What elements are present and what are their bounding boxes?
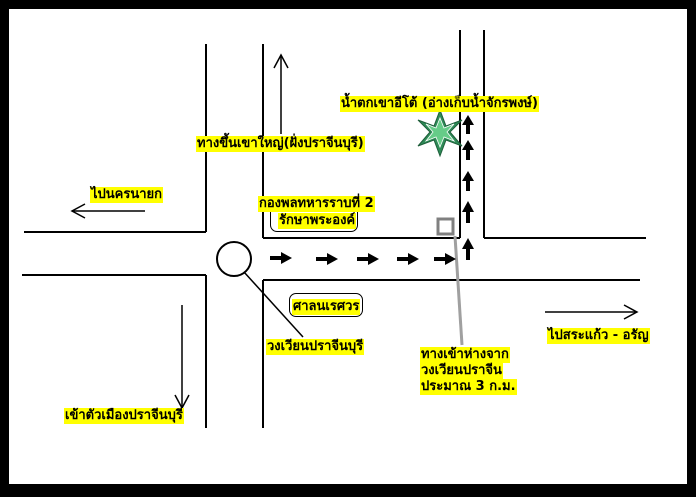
army-label-line1: กองพลทหารราบที่ 2 [258,196,375,212]
route-arrow-icon [462,171,474,191]
route-arrow-icon [316,253,338,265]
route-arrow-icon [434,253,456,265]
route-arrow-icon [397,253,419,265]
route-arrow-icon [462,201,474,223]
route-arrow-icon [462,115,474,134]
army-label-line2: รักษาพระองค์ [278,213,357,229]
roundabout-label: วงเวียนปราจีนบุรี [266,339,365,355]
to-sa-kaeo-label: ไปสระแก้ว - อรัญ [547,328,650,344]
route-arrow-icon [462,238,474,260]
to-city-label: เข้าตัวเมืองปราจีนบุรี [64,408,184,424]
waterfall-label: น้ำตกเขาอีโต้ (อ่างเก็บน้ำจักรพงษ์) [340,96,539,112]
route-arrows-horizontal [270,252,456,265]
to-nakhon-nayok-label: ไปนครนายก [90,187,164,203]
entrance-pointer [453,235,464,346]
map-canvas [9,9,687,484]
direction-arrow-icon [545,304,639,320]
mountain-road-label: ทางขึ้นเขาใหญ่(ฝั่งปราจีนบุรี) [196,136,365,152]
roads [22,30,646,428]
direction-arrow-icon [273,53,289,134]
entrance-marker-icon [436,217,455,236]
route-arrow-icon [462,140,474,160]
route-arrow-icon [357,253,379,265]
entrance-label-line1: ทางเข้าห่างจาก [420,347,510,363]
shrine-outline [289,293,363,317]
roundabout-pointer [243,271,304,338]
shrine-label: ศาลนเรศวร [292,299,361,315]
route-arrow-icon [270,252,292,264]
entrance-label-line2: วงเวียนปราจีน [420,363,503,379]
route-arrows-vertical [462,115,474,260]
direction-arrow-icon [70,203,145,219]
waterfall-star-icon [417,108,463,158]
entrance-label-line3: ประมาณ 3 ก.ม. [420,379,517,395]
roundabout-circle-icon [216,241,252,277]
